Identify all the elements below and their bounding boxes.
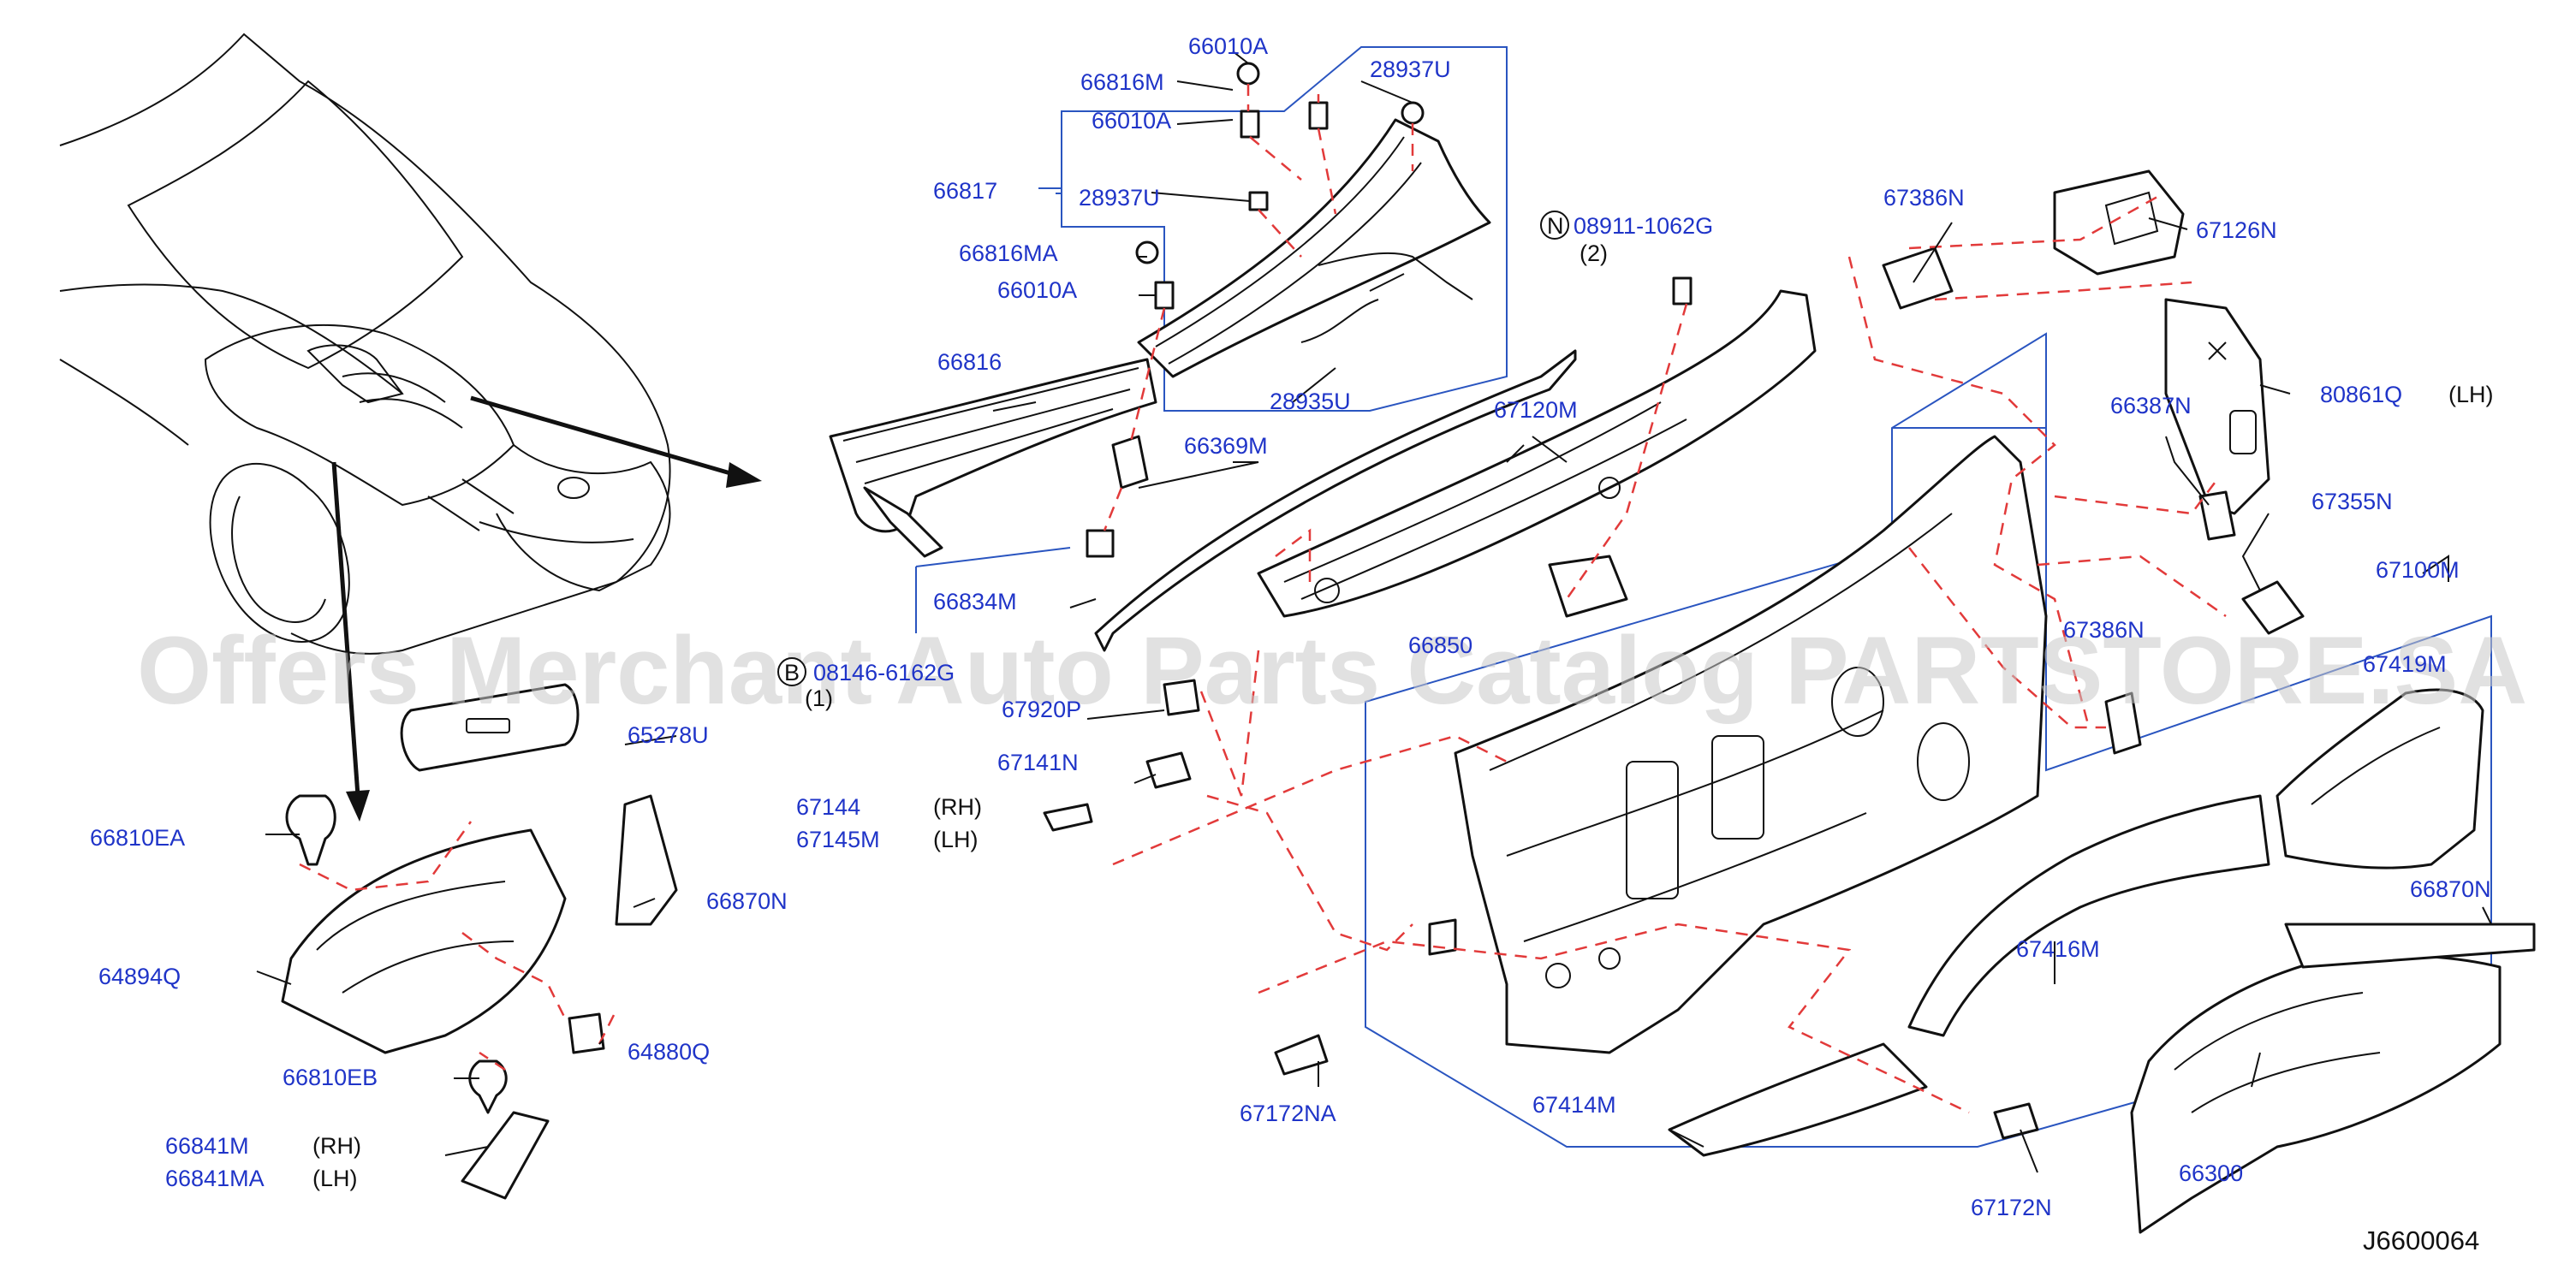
part-label[interactable]: 08146-6162G <box>813 660 955 685</box>
nut-symbol: N <box>1540 211 1569 240</box>
part-label[interactable]: 67419M <box>2363 651 2447 677</box>
side-note: (RH) <box>933 794 982 820</box>
part-label[interactable]: 65278U <box>628 722 709 748</box>
part-labels: 66010A 66816M 66010A 28937U 66817 28937U… <box>90 33 2491 1220</box>
part-label[interactable]: 66834M <box>933 589 1017 614</box>
member-67416M <box>1907 794 2270 1037</box>
part-label[interactable]: 67414M <box>1532 1092 1616 1118</box>
part-label[interactable]: 66850 <box>1408 632 1472 658</box>
part-label[interactable]: 66870N <box>2410 876 2491 902</box>
part-label[interactable]: 28937U <box>1079 185 1160 211</box>
bolt-symbol-letter: B <box>784 660 800 685</box>
part-label[interactable]: 66817 <box>933 178 997 204</box>
part-label[interactable]: 66810EB <box>283 1065 378 1090</box>
part-label[interactable]: 66841MA <box>165 1166 265 1191</box>
part-label[interactable]: 80861Q <box>2320 382 2402 407</box>
part-label[interactable]: 67920P <box>1002 697 1081 722</box>
quantity-note: (2) <box>1580 240 1608 266</box>
part-label[interactable]: 66369M <box>1184 433 1268 459</box>
leader-arrows <box>331 395 762 822</box>
dash-panel-67100M <box>1454 435 2048 1054</box>
part-label[interactable]: 66816 <box>937 349 1002 375</box>
hood-ledge-67126N <box>2053 169 2185 276</box>
part-label[interactable]: 67141N <box>997 750 1079 775</box>
bracket-67386N <box>1882 246 2142 755</box>
part-label[interactable]: 66810EA <box>90 825 185 851</box>
part-label[interactable]: 67386N <box>2063 617 2145 643</box>
leader-lines <box>256 50 2492 1173</box>
part-label[interactable]: 66816MA <box>959 240 1058 266</box>
car-illustration <box>59 33 671 655</box>
part-label[interactable]: 67172NA <box>1240 1101 1336 1126</box>
part-label[interactable]: 64880Q <box>628 1039 710 1065</box>
diagram-code: J6600064 <box>2363 1225 2479 1255</box>
part-label[interactable]: 67120M <box>1494 397 1578 423</box>
part-label[interactable]: 67386N <box>1883 185 1965 211</box>
dashed-leaders <box>299 84 2227 1114</box>
side-note: (LH) <box>933 827 979 852</box>
cowl-top-66816 <box>829 358 1157 558</box>
bolt-symbol: B <box>777 657 806 686</box>
part-label[interactable]: 67145M <box>796 827 880 852</box>
part-label[interactable]: 28935U <box>1270 389 1351 414</box>
apron-66300 <box>2130 923 2536 1234</box>
notes: (2) (1) (RH) (LH) (LH) (RH) (LH) <box>312 240 2494 1191</box>
part-label[interactable]: 67126N <box>2196 217 2277 243</box>
part-label[interactable]: 28937U <box>1370 56 1451 82</box>
cowl-upper-66817 <box>1137 118 1491 378</box>
part-label[interactable]: 66300 <box>2179 1160 2243 1186</box>
part-label[interactable]: 66870N <box>706 888 788 914</box>
part-label[interactable]: 66816M <box>1080 69 1164 95</box>
part-label[interactable]: 67355N <box>2311 489 2393 514</box>
part-label[interactable]: 66010A <box>1188 33 1268 59</box>
watermark: Offers Merchant Auto Parts Catalog PARTS… <box>137 617 2527 724</box>
group-boxes <box>915 46 2492 1148</box>
side-note: (LH) <box>312 1166 358 1191</box>
part-label[interactable]: 66387N <box>2110 393 2192 418</box>
weatherstrip-66834M <box>1094 349 1577 652</box>
small-parts-center <box>1043 62 2039 1140</box>
insulator-80861Q <box>2164 298 2270 515</box>
side-note: (RH) <box>312 1133 361 1159</box>
side-note: (LH) <box>2448 382 2494 407</box>
part-label[interactable]: 67100M <box>2376 557 2460 583</box>
part-label[interactable]: 67172N <box>1971 1195 2052 1220</box>
quantity-note: (1) <box>805 685 833 711</box>
part-label[interactable]: 64894Q <box>98 964 181 989</box>
extension-67414M <box>1668 1042 1928 1157</box>
part-label[interactable]: 67144 <box>796 794 860 820</box>
nut-symbol-letter: N <box>1547 213 1564 239</box>
part-label[interactable]: 08911-1062G <box>1574 213 1713 239</box>
small-parts-left <box>281 683 678 1200</box>
part-label[interactable]: 66841M <box>165 1133 249 1159</box>
bracket-67355N <box>2241 580 2305 635</box>
part-label[interactable]: 66010A <box>1092 108 1171 134</box>
part-label[interactable]: 67416M <box>2016 936 2100 962</box>
dash-side-67419M <box>2276 688 2484 869</box>
cowl-panel-67120M <box>1257 289 1817 618</box>
part-label[interactable]: 66010A <box>997 277 1077 303</box>
